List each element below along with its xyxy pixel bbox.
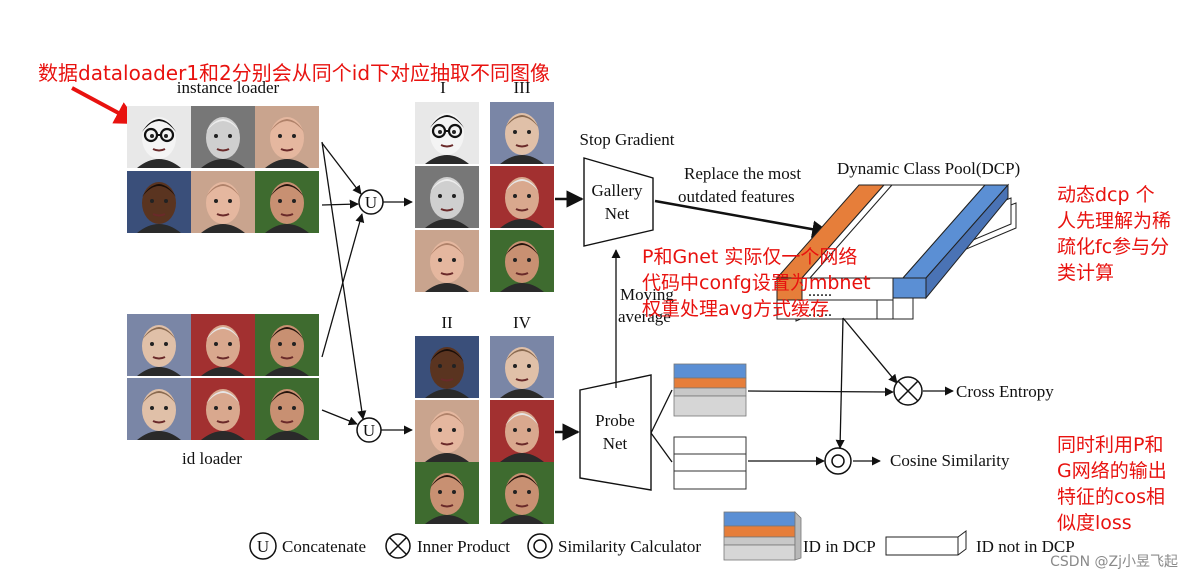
cartoon-face-glasses-group-i	[415, 102, 479, 164]
young-man-face-id	[255, 378, 319, 440]
top-annotation: 数据dataloader1和2分别会从同个id下对应抽取不同图像	[38, 61, 551, 85]
replace-label-2: outdated features	[678, 187, 795, 206]
svg-text:U: U	[257, 537, 269, 556]
legend-concat-icon	[249, 532, 277, 560]
net-annotation-3: 权重处理avg方式缓存	[642, 298, 829, 320]
watermark: CSDN @Zj小昱飞起	[1050, 554, 1178, 570]
probe-net	[579, 374, 652, 491]
dcp-annotation: 动态dcp 个 人先理解为稀 疏化fc参与分 类计算	[1057, 184, 1172, 284]
woman-face-instance	[255, 106, 319, 168]
group-iii-label: III	[514, 78, 531, 97]
id-loader-label: id loader	[182, 449, 242, 468]
man-flag-face-id	[191, 378, 255, 440]
legend-similarity-calculator: Similarity Calculator	[558, 537, 701, 556]
young-man-face-group-iv	[490, 462, 554, 524]
man-suit-face-id	[127, 314, 191, 376]
feature-connections	[650, 317, 954, 466]
concat-node-bottom: U	[356, 417, 382, 443]
group-iv-label: IV	[513, 313, 532, 332]
net-annotation-1: P和Gnet 实际仅一个网络	[642, 246, 858, 268]
man-flag-face-group-iii	[490, 166, 554, 228]
legend-id-not-in-dcp: ID not in DCP	[976, 537, 1075, 556]
legend-similarity-icon	[527, 533, 553, 559]
dcp-title: Dynamic Class Pool(DCP)	[837, 159, 1020, 178]
elderly-man-face-instance	[191, 106, 255, 168]
group-i-label: I	[440, 78, 446, 97]
legend-inner-product: Inner Product	[417, 537, 510, 556]
loss-annotation: 同时利用P和 G网络的输出 特征的cos相 似度loss	[1057, 434, 1167, 534]
man-suit-face-id	[127, 378, 191, 440]
young-man-face-instance	[255, 171, 319, 233]
woman-face-group-i	[415, 230, 479, 292]
net-annotation-2: 代码中confg设置为mbnet	[642, 272, 871, 294]
annotation-arrow	[71, 86, 140, 125]
gallery-net	[583, 157, 654, 247]
gallery-net-label-1: Gallery	[592, 181, 643, 200]
man-flag-face-group-iv	[490, 400, 554, 462]
probe-feature-id-in-dcp	[673, 363, 747, 417]
man-flag-face-id	[191, 314, 255, 376]
dark-skin-man-face-group-ii	[415, 336, 479, 398]
dcp-dots-1: ......	[808, 283, 832, 300]
inner-product-node	[893, 376, 923, 406]
legend-inner-product-icon	[385, 533, 411, 559]
cross-entropy-label: Cross Entropy	[956, 382, 1054, 401]
elderly-man-face-group-i	[415, 166, 479, 228]
replace-label-1: Replace the most	[684, 164, 801, 183]
gallery-net-label-2: Net	[605, 204, 630, 223]
concat-node-top: U	[358, 189, 384, 215]
moving-average-label-1: Moving	[620, 285, 674, 304]
young-man-face-group-ii	[415, 462, 479, 524]
loader-connections	[321, 141, 413, 435]
dark-skin-man-face-instance	[127, 171, 191, 233]
dynamic-class-pool: ...... ......	[775, 183, 1017, 322]
cartoon-face-glasses-instance	[127, 106, 191, 168]
young-man-face-group-iii	[490, 230, 554, 292]
similarity-node	[824, 447, 852, 475]
dcp-dots-2: ......	[808, 303, 832, 320]
stop-gradient-label: Stop Gradient	[580, 130, 675, 149]
man-suit-face-group-iv	[490, 336, 554, 398]
woman-face-group-ii	[415, 400, 479, 462]
woman-face-instance	[191, 171, 255, 233]
svg-text:U: U	[365, 193, 377, 212]
probe-net-label-2: Net	[603, 434, 628, 453]
legend: U Concatenate Inner Product Similarity C…	[249, 511, 1075, 561]
svg-text:U: U	[363, 421, 375, 440]
legend-id-in-dcp-icon	[723, 511, 802, 561]
young-man-face-id	[255, 314, 319, 376]
probe-net-label-1: Probe	[595, 411, 635, 430]
probe-feature-id-not-in-dcp	[673, 436, 747, 490]
moving-average-label-2: average	[618, 307, 671, 326]
legend-concatenate: Concatenate	[282, 537, 366, 556]
group-ii-label: II	[441, 313, 453, 332]
instance-loader-label: instance loader	[177, 78, 280, 97]
legend-id-not-in-dcp-icon	[885, 530, 967, 556]
legend-id-in-dcp: ID in DCP	[803, 537, 876, 556]
cosine-similarity-label: Cosine Similarity	[890, 451, 1010, 470]
man-suit-face-group-iii	[490, 102, 554, 164]
